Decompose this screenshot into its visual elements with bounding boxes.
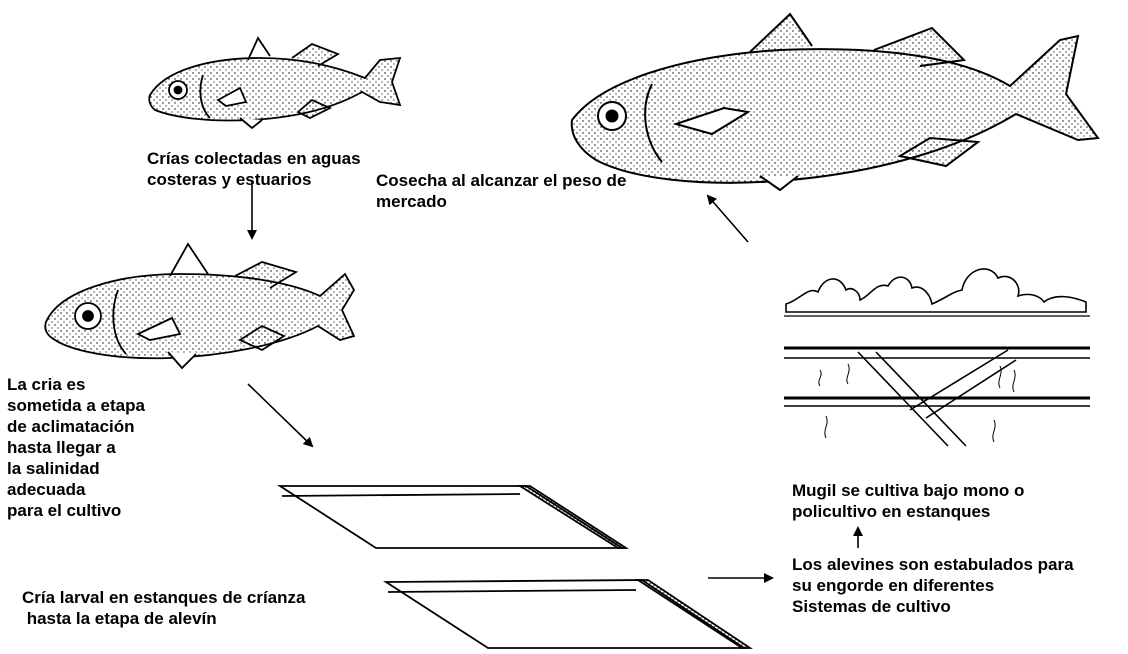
label-mugil-cultivo: Mugil se cultiva bajo mono o policultivo…: [792, 480, 1024, 522]
label-aclimatacion: La cria es sometida a etapa de aclimatac…: [7, 374, 145, 521]
adult-mullet-icon: [572, 14, 1098, 190]
label-cria-larval: Cría larval en estanques de críanza hast…: [22, 587, 305, 629]
juvenile-fish-icon: [45, 244, 354, 368]
nursery-pond-icon: [280, 486, 750, 648]
culture-ponds-landscape-icon: [784, 269, 1090, 446]
label-alevines: Los alevines son estabulados para su eng…: [792, 554, 1074, 617]
fry-fish-icon: [149, 38, 400, 128]
arrow-culture-to-harvest: [708, 196, 748, 242]
label-cosecha: Cosecha al alcanzar el peso de mercado: [376, 170, 626, 212]
label-crias-colectadas: Crías colectadas en aguas costeras y est…: [147, 148, 361, 190]
arrow-acclimation-to-pond: [248, 384, 312, 446]
